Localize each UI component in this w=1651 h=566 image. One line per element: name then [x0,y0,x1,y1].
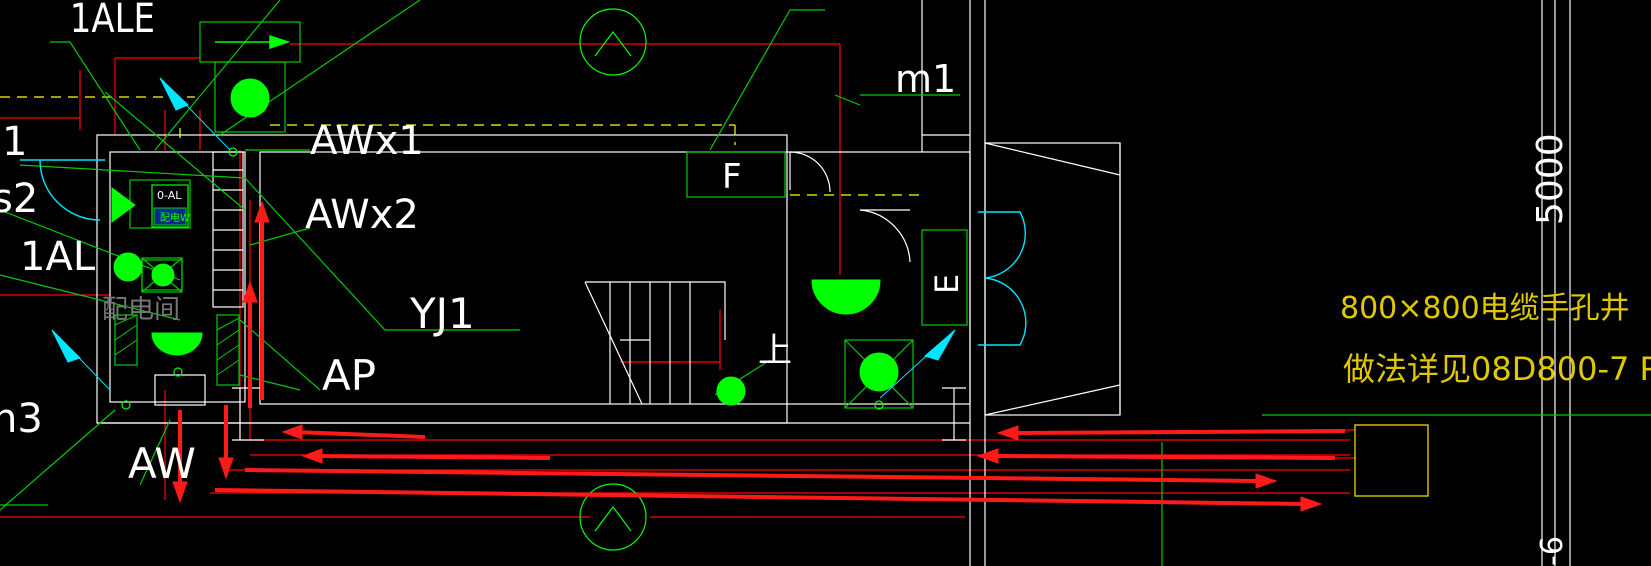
fan-icon [859,352,899,392]
door-arcs [20,159,1027,346]
label-1ale: 1ALE [70,0,155,42]
hatched-panels [114,314,240,376]
dimension-5000: 5000 [1530,133,1571,225]
label-awx1: AWx1 [310,118,424,164]
label-e: E [928,274,966,294]
dome-lamp-icon [811,279,881,315]
label-up: 上 [758,331,792,371]
note-detail-ref: 做法详见08D800-7 P60- [1343,350,1651,388]
lamp-icon [716,376,746,406]
note-hand-hole: 800×800电缆手孔井 [1340,291,1630,326]
lamp-icon [113,252,143,282]
dome-lamp-icon [151,332,203,356]
cyan-markers [51,77,956,399]
label-panel-top: 0-AL [157,189,182,202]
direction-arrow-icon [215,34,291,50]
fixtures [111,78,899,406]
label-yj1: YJ1 [409,289,475,338]
label-m1: m1 [895,57,956,101]
lamp-icon [151,263,175,287]
label-aw: AW [128,439,196,488]
label-panel-bottom: 配电W [160,211,190,224]
dashed-lines [0,96,920,196]
panel-box [151,184,189,228]
label-n3: n3 [0,396,43,442]
circuit-wires [0,43,1355,518]
label-s2: s2 [0,176,38,222]
label-1: 1 [2,119,27,165]
hand-hole-box [1354,424,1429,497]
fan-icon [230,78,270,118]
fixture-outlines [121,8,884,551]
label-awx2: AWx2 [305,192,419,238]
label-1al: 1AL [20,234,96,280]
red-arrows [172,200,1346,512]
triangle-marker-icon [111,187,136,223]
label-f: F [722,157,742,197]
label-electrical-room: 配电间 [102,295,180,325]
label-ap: AP [322,351,376,400]
dimension-6: -6 [1535,536,1570,566]
